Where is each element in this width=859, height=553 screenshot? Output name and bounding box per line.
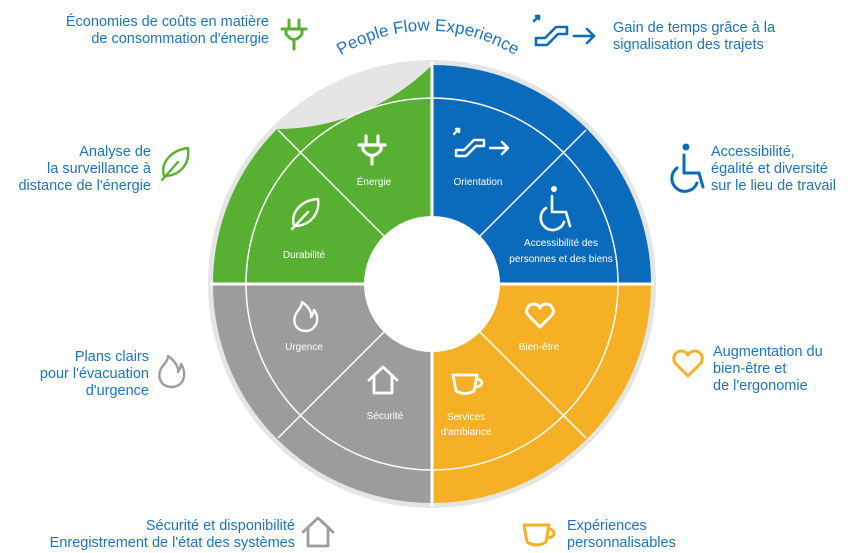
segment-label-services-1: Services <box>447 412 485 423</box>
ring-title: People Flow Experience <box>333 16 522 59</box>
plug-icon <box>357 134 387 166</box>
cup-outline-icon <box>522 523 556 547</box>
segment-label-accessibilite-2: personnes et des biens <box>509 254 612 265</box>
plug-outline-icon <box>280 18 308 51</box>
caption-evacuation: Plans clairs pour l'évacuation d'urgence <box>39 349 149 399</box>
center-hole <box>364 216 500 352</box>
house-outline-icon <box>301 516 335 548</box>
escalator-arrow-icon <box>452 127 510 158</box>
flame-outline-icon <box>158 354 186 389</box>
leaf-icon <box>290 197 320 231</box>
heart-icon <box>525 302 555 329</box>
segment-label-services-2: d'ambiance <box>441 427 492 438</box>
caption-experiences: Expériences personnalisables <box>567 518 676 551</box>
flame-icon <box>293 300 319 333</box>
escalator-arrow-outline-icon <box>532 14 596 47</box>
leaf-outline-icon <box>160 146 190 182</box>
house-icon <box>367 365 399 395</box>
segment-label-securite: Sécurité <box>367 411 404 422</box>
caption-accessibility: Accessibilité, égalité et diversité sur … <box>711 144 836 194</box>
caption-energy-savings: Économies de coûts en matière de consomm… <box>65 14 269 47</box>
heart-outline-icon <box>672 349 704 378</box>
segment-label-bien-etre: Bien-être <box>519 342 560 353</box>
segment-label-orientation: Orientation <box>454 177 503 188</box>
wheelchair-icon <box>539 186 572 232</box>
cup-icon <box>451 373 484 395</box>
segment-label-accessibilite-1: Accessibilité des <box>524 238 598 249</box>
segment-label-urgence: Urgence <box>285 342 323 353</box>
caption-wellbeing: Augmentation du bien-être et de l'ergono… <box>713 344 823 394</box>
segment-label-durabilite: Durabilité <box>283 250 326 261</box>
caption-remote-monitoring: Analyse de la surveillance à distance de… <box>18 144 151 194</box>
caption-time-saving: Gain de temps grâce à la signalisation d… <box>613 20 776 53</box>
caption-safety: Sécurité et disponibilité Enregistrement… <box>49 518 295 551</box>
segment-label-energie: Énergie <box>357 175 392 188</box>
wheelchair-outline-icon <box>670 143 705 193</box>
